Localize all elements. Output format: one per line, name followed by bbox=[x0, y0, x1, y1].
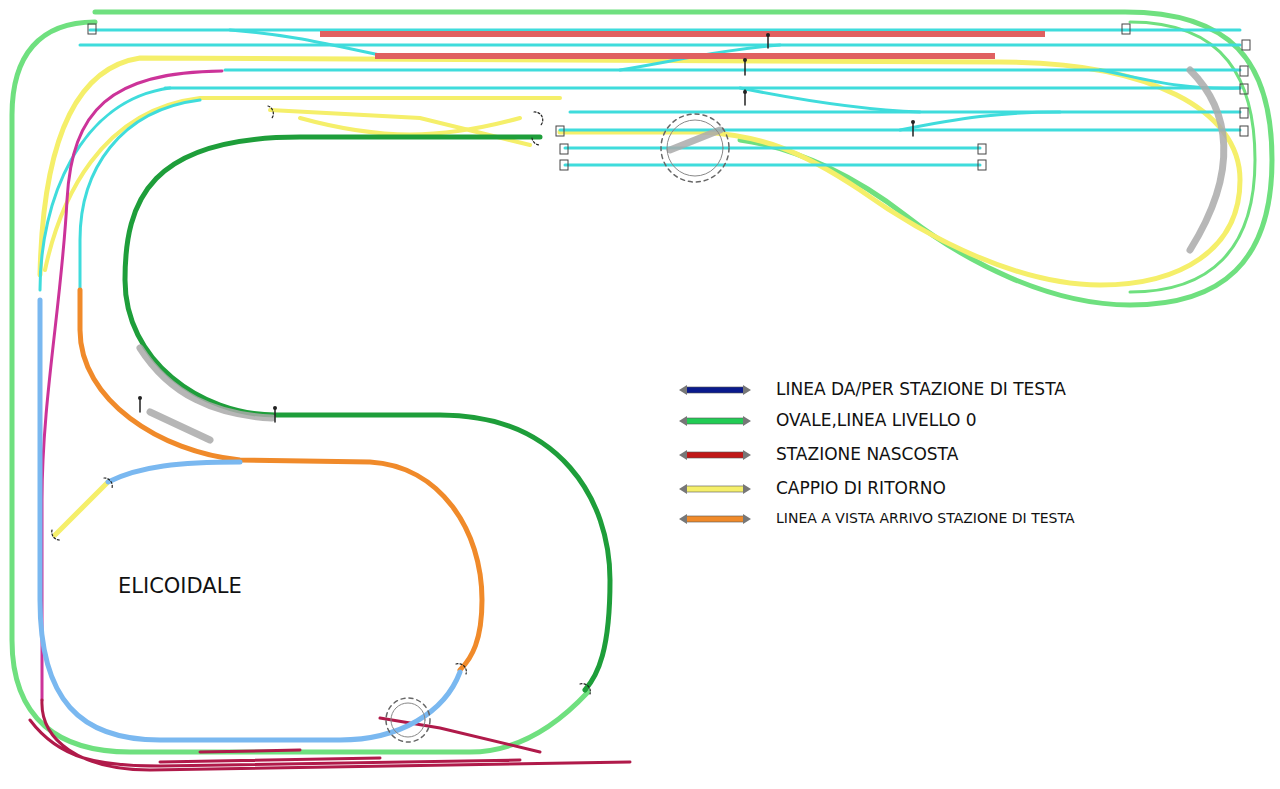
legend-swatch bbox=[678, 411, 752, 431]
legend-text: STAZIONE NASCOSTA bbox=[776, 444, 958, 464]
legend-swatch bbox=[678, 380, 752, 400]
legend-swatch bbox=[678, 445, 752, 465]
legend-swatch bbox=[678, 509, 752, 529]
legend-text: CAPPIO DI RITORNO bbox=[776, 478, 946, 498]
area-label: ELICOIDALE bbox=[118, 574, 242, 598]
legend-text: OVALE,LINEA LIVELLO 0 bbox=[776, 410, 977, 430]
legend-swatch bbox=[678, 479, 752, 499]
legend-text: LINEA DA/PER STAZIONE DI TESTA bbox=[776, 379, 1066, 399]
legend-text: LINEA A VISTA ARRIVO STAZIONE DI TESTA bbox=[776, 510, 1074, 526]
